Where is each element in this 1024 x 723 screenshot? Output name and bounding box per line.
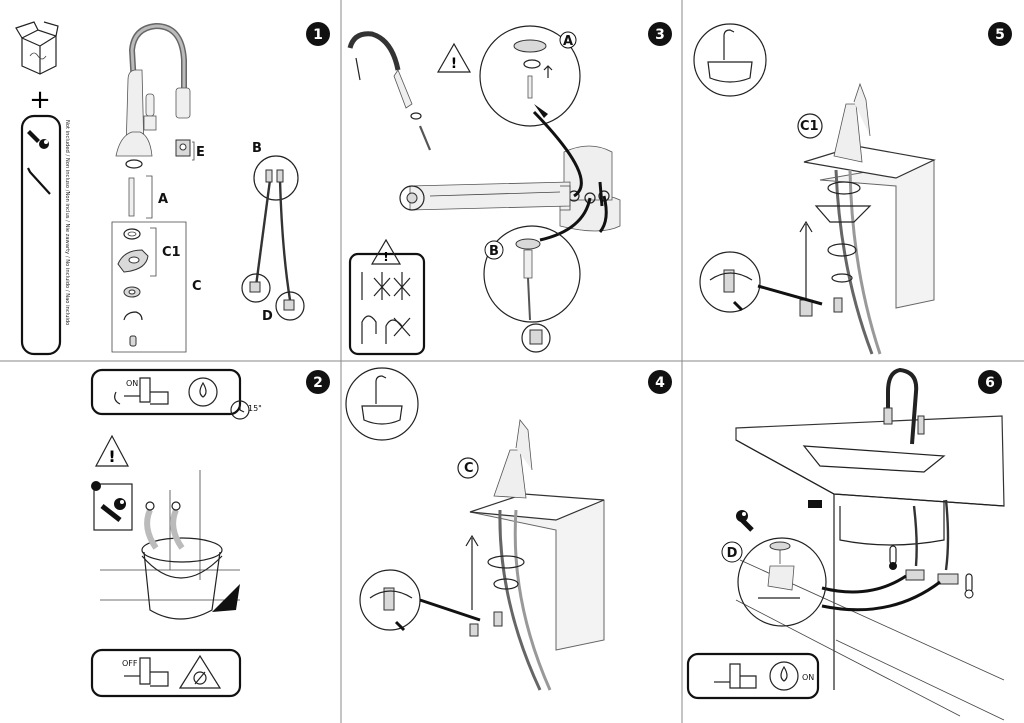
step-badge-4: 4 [648, 370, 672, 394]
spray-head-drawing [347, 31, 432, 151]
rotate-detail-4 [359, 569, 481, 632]
panel-step-2: 2 ON 15" ! [90, 368, 330, 698]
label-c1-step5: C1 [800, 119, 819, 134]
counter-cabinet-4 [469, 419, 605, 651]
warning-icon: ! [95, 434, 129, 467]
thermometer-cold-icon [964, 573, 974, 599]
panel-step-6: 6 [686, 367, 1005, 721]
valve-on-box-6: ON [686, 652, 820, 700]
part-c-group: C1 C [111, 221, 202, 353]
part-a: A [128, 175, 168, 219]
panel-step-1: 1 + Not included / Non incluso /Non incl… [15, 21, 330, 356]
timer-duration: 15" [248, 404, 262, 413]
label-b: B [252, 141, 262, 156]
step-badge-6: 6 [978, 370, 1002, 394]
label-e: E [196, 145, 205, 160]
counter-cabinet-5 [803, 82, 936, 309]
warning-icon-3: ! [436, 42, 472, 73]
step-badge-2: 2 [306, 370, 330, 394]
label-c: C [192, 279, 202, 294]
step-number-1: 1 [313, 27, 323, 43]
kitchen-counter-6 [735, 415, 1005, 721]
panel-step-4: 4 C [345, 367, 672, 691]
step-badge-5: 5 [988, 22, 1012, 46]
part-e: E [175, 139, 205, 161]
step-number-3: 3 [655, 27, 665, 43]
valve-off-box: OFF [90, 648, 242, 698]
label-a-detail: A [563, 34, 573, 49]
faucet-6 [883, 367, 925, 445]
timer-icon [230, 400, 250, 420]
hose-warning-box: ! [348, 238, 426, 356]
wrench-icon [27, 130, 49, 149]
label-d-detail: D [727, 546, 738, 561]
step-badge-3: 3 [648, 22, 672, 46]
warning-mark-3: ! [451, 56, 457, 72]
wrench-icon-6 [736, 510, 754, 532]
step-number-5: 5 [995, 27, 1005, 43]
step-number-2: 2 [313, 375, 323, 391]
sink-thumb-5 [693, 23, 767, 97]
mount-body-drawing [399, 110, 621, 242]
label-c1: C1 [162, 245, 181, 260]
warning-mark-hose: ! [383, 250, 388, 264]
washer-drawing [125, 159, 143, 169]
label-a: A [158, 192, 168, 207]
not-included-note: Not included / Non incluso /Non inclus /… [64, 120, 70, 325]
detail-circle-a: A [479, 25, 581, 127]
label-b-detail: B [489, 244, 499, 259]
flexible-hoses: B D [241, 141, 305, 324]
valve-detail-d: D [721, 510, 827, 627]
panel-step-5: 5 C1 [693, 22, 1012, 355]
faucet-parts-drawing [115, 22, 191, 157]
box-icon [15, 21, 59, 75]
step-number-6: 6 [985, 375, 995, 391]
valve-off-label: OFF [122, 659, 138, 668]
valve-on-label-6: ON [802, 673, 814, 682]
label-c-step4: C [464, 461, 474, 476]
label-d: D [262, 309, 273, 324]
warning-mark: ! [108, 447, 115, 466]
tools-not-included-box [20, 114, 62, 356]
mount-kit-4 [465, 509, 552, 691]
supply-hoses-6 [821, 499, 974, 612]
sink-thumb-4 [345, 367, 419, 441]
detail-circle-b: B [483, 225, 581, 353]
valve-on-box: ON 15" [90, 368, 262, 420]
wall-tiles [100, 470, 240, 601]
hex-key-icon [27, 167, 51, 195]
panel-step-3: 3 ! A [347, 22, 672, 356]
mount-kit-5 [799, 169, 882, 355]
rotate-detail-5 [699, 251, 823, 313]
step-badge-1: 1 [306, 22, 330, 46]
bucket-drawing [141, 501, 240, 620]
valve-on-label: ON [126, 379, 138, 388]
step-number-4: 4 [655, 375, 665, 391]
wrench-tool-box [91, 481, 133, 531]
plus-sign: + [29, 85, 51, 115]
thermometer-hot-icon [889, 545, 897, 570]
